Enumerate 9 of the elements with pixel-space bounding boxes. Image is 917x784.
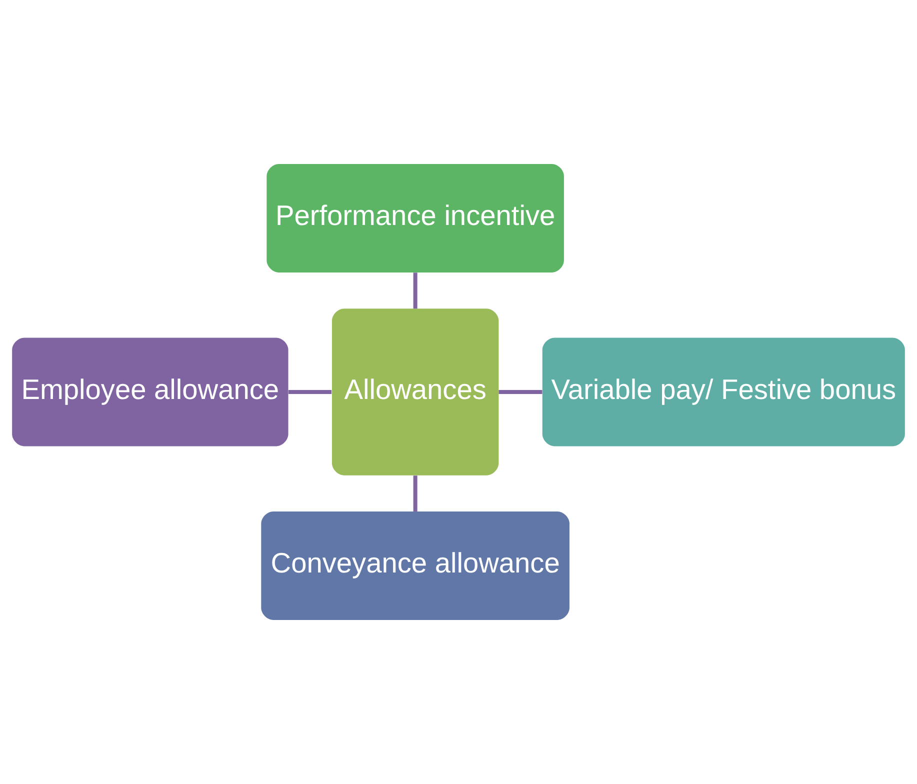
node-box: Employee allowance: [12, 338, 288, 446]
connector: [498, 390, 542, 394]
node-box: Variable pay/ Festive bonus: [542, 338, 905, 446]
node-box: Conveyance allowance: [261, 512, 570, 620]
node-box: Allowances: [332, 308, 499, 476]
connector: [288, 390, 332, 394]
connector: [413, 476, 418, 512]
node-box: Performance incentive: [266, 164, 564, 272]
connector: [413, 272, 418, 309]
